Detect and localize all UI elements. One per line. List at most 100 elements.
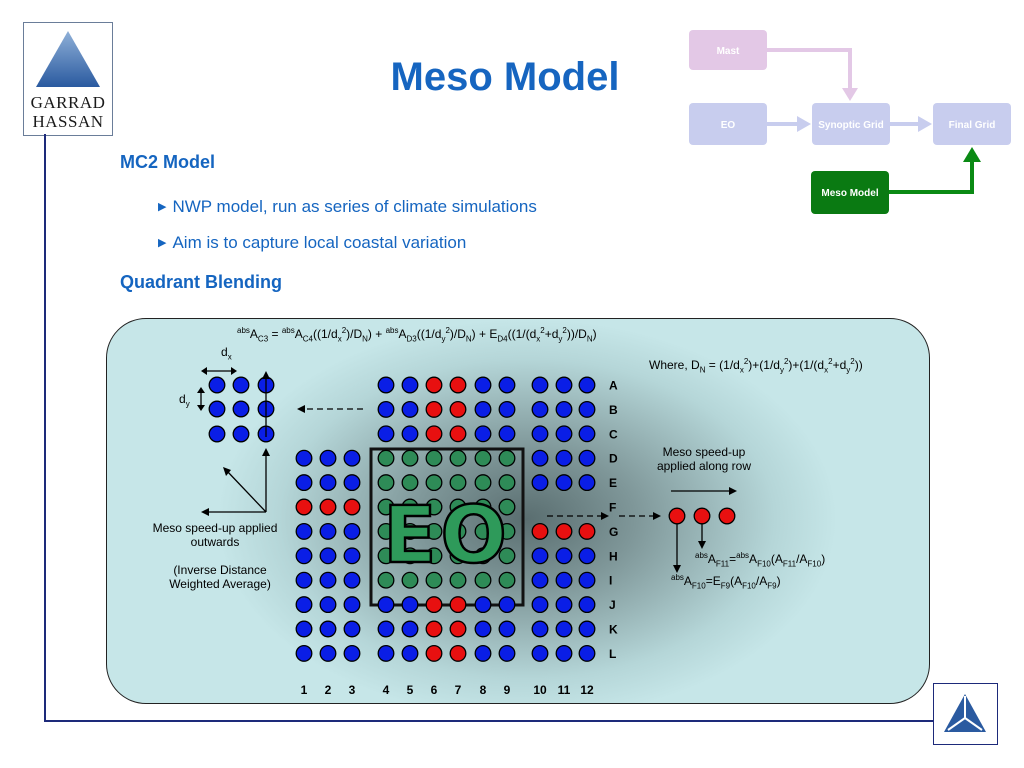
grid-point	[531, 620, 549, 638]
grid-point	[578, 376, 596, 394]
grid-point	[295, 571, 313, 589]
grid-point	[343, 644, 361, 662]
grid-point	[377, 449, 395, 467]
sample-grid-point	[208, 400, 226, 418]
grid-point	[474, 620, 492, 638]
column-label: 3	[349, 683, 356, 697]
row-label: K	[609, 623, 618, 637]
grid-point	[295, 522, 313, 540]
row-label: B	[609, 403, 618, 417]
grid-point	[319, 474, 337, 492]
grid-point	[474, 498, 492, 516]
grid-point	[319, 620, 337, 638]
grid-point	[343, 571, 361, 589]
grid-point	[555, 425, 573, 443]
axis-diagonal	[226, 470, 267, 513]
bullet-text: Aim is to capture local coastal variatio…	[172, 233, 467, 252]
grid-point	[578, 571, 596, 589]
column-label: 11	[558, 683, 571, 697]
grid-point	[377, 474, 395, 492]
grid-point	[555, 449, 573, 467]
grid-point	[295, 474, 313, 492]
grid-point	[498, 400, 516, 418]
grid-point	[555, 400, 573, 418]
grid-point	[578, 620, 596, 638]
row-label: A	[609, 379, 618, 393]
eo-label: EO	[721, 120, 736, 131]
arrowhead	[698, 541, 706, 549]
grid-point	[343, 522, 361, 540]
grid-point	[377, 620, 395, 638]
meso-label: Meso Model	[821, 188, 878, 199]
sample-grid-point	[232, 425, 250, 443]
grid-point	[343, 474, 361, 492]
grid-point	[425, 596, 443, 614]
grid-point	[425, 376, 443, 394]
arrowhead	[673, 565, 681, 573]
flow-diagram: Mast EO Synoptic Grid Final Grid Meso Mo…	[689, 30, 1011, 214]
grid-point	[377, 547, 395, 565]
grid-point	[319, 498, 337, 516]
grid-point	[498, 644, 516, 662]
grid-point	[401, 522, 419, 540]
row-sample-point	[668, 507, 686, 525]
arrowhead	[729, 487, 737, 495]
grid-point	[401, 547, 419, 565]
grid-point	[578, 474, 596, 492]
grid-point	[377, 400, 395, 418]
grid-point	[531, 571, 549, 589]
grid-point	[343, 449, 361, 467]
grid-point	[425, 547, 443, 565]
grid-point	[401, 596, 419, 614]
row-label: L	[609, 647, 616, 661]
grid-point	[319, 522, 337, 540]
grid-point	[401, 376, 419, 394]
eo-region-box	[369, 447, 525, 607]
grid-point	[531, 596, 549, 614]
grid-point	[401, 474, 419, 492]
arrowhead	[262, 371, 270, 379]
grid-point	[343, 498, 361, 516]
column-label: 2	[325, 683, 332, 697]
grid-point	[531, 449, 549, 467]
grid-point	[425, 644, 443, 662]
grid-point	[474, 596, 492, 614]
grid-point	[498, 474, 516, 492]
eo-big-label: EO	[383, 491, 511, 581]
grid-point	[377, 425, 395, 443]
grid-point	[531, 425, 549, 443]
logo-line-1: GARRAD	[30, 93, 106, 112]
grid-point	[474, 522, 492, 540]
row-label: E	[609, 476, 617, 490]
sample-grid-point	[208, 376, 226, 394]
grid-point	[319, 547, 337, 565]
arrowhead	[201, 508, 209, 516]
grid-point	[401, 449, 419, 467]
grid-point	[425, 400, 443, 418]
grid-point	[377, 498, 395, 516]
grid-point	[449, 425, 467, 443]
grid-point	[449, 498, 467, 516]
grid-point	[498, 547, 516, 565]
grid-point	[498, 425, 516, 443]
grid-point	[377, 571, 395, 589]
arrowhead	[231, 367, 237, 375]
grid-point	[425, 571, 443, 589]
column-label: 12	[580, 683, 594, 697]
flow-arrows	[767, 48, 981, 194]
row-label: C	[609, 427, 618, 441]
arrowhead	[201, 367, 207, 375]
grid-point	[555, 376, 573, 394]
grid-point	[319, 449, 337, 467]
grid-point	[578, 596, 596, 614]
grid-point	[531, 644, 549, 662]
grid-point	[531, 376, 549, 394]
grid-point	[474, 425, 492, 443]
grid-point	[449, 449, 467, 467]
grid-point	[474, 571, 492, 589]
column-label: 8	[480, 683, 487, 697]
dy-label: dy	[179, 392, 190, 409]
grid-point	[555, 571, 573, 589]
meso-model-box: Meso Model	[811, 171, 889, 214]
column-label: 4	[383, 683, 390, 697]
